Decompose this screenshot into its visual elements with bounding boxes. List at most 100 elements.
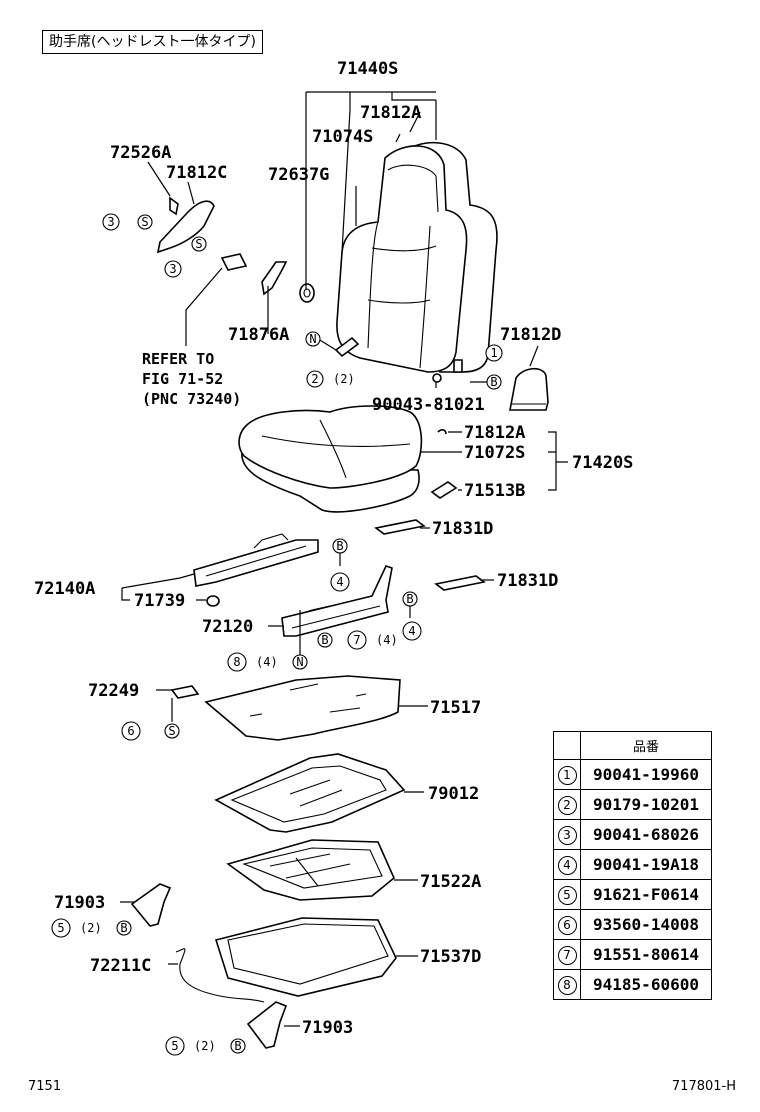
sheet-71517	[204, 675, 401, 741]
marker-b-rail-right: B	[406, 592, 413, 606]
label-72140a: 72140A	[34, 579, 95, 599]
plate-71831d-2	[434, 575, 486, 591]
pad-79012	[214, 753, 406, 833]
rail-72140a	[193, 539, 319, 587]
table-key: 3	[557, 826, 577, 845]
label-71513b: 71513B	[464, 481, 525, 501]
table-key: 5	[557, 886, 577, 905]
qty-4-rail-8: (4)	[256, 655, 278, 669]
table-part-number: 93560-14008	[580, 909, 712, 940]
callout-5-lever-2: 5	[171, 1039, 178, 1053]
table-key: 4	[557, 856, 577, 875]
refer-note-line-1: REFER TO	[142, 350, 214, 368]
footer-page-code: 7151	[28, 1079, 62, 1094]
label-72120: 72120	[202, 617, 253, 637]
table-row: 5 91621-F0614	[553, 879, 712, 910]
label-90043: 90043-81021	[372, 395, 485, 415]
marker-b-lever-2: B	[234, 1039, 241, 1053]
seat-back-seam	[367, 221, 437, 369]
table-part-number: 91551-80614	[580, 939, 712, 970]
clip-71513b	[430, 481, 458, 499]
table-part-number: 91621-F0614	[580, 879, 712, 910]
frame-71522a	[226, 839, 395, 901]
label-71739: 71739	[134, 591, 185, 611]
qty-2-lever-1: (2)	[80, 921, 102, 935]
footer-figure-code: 717801-H	[671, 1079, 736, 1094]
label-72526a: 72526A	[110, 143, 171, 163]
recliner-knob-inner	[303, 288, 311, 298]
lever-71903-2	[246, 1001, 288, 1049]
table-part-number: 90041-19A18	[580, 849, 712, 880]
recliner-knob	[299, 283, 315, 303]
marker-b-backrest: B	[490, 375, 497, 389]
part-labels: 71440S 71812A 71074S 72526A 71812C 72637…	[34, 59, 633, 1038]
side-cover-72637	[261, 261, 288, 296]
hinge-right	[453, 359, 463, 373]
rail-72140a-detail	[205, 533, 307, 577]
frame-71537d-inner	[227, 923, 389, 985]
marker-n-backrest: N	[309, 332, 316, 346]
table-row: 3 90041-68026	[553, 819, 712, 850]
marker-s-base: S	[168, 724, 175, 738]
markers: 1 B N 2 (2) 3 S 3 S B 4 B 4 B 7 (4) 8 (4…	[51, 213, 503, 1056]
refer-note-line-3: (PNC 73240)	[142, 390, 241, 408]
pad-79012-detail	[230, 765, 387, 823]
seat-rails	[193, 519, 486, 637]
rail-72120	[281, 565, 393, 637]
label-71072s: 71072S	[464, 443, 525, 463]
marker-s-lower: S	[195, 237, 202, 251]
table-key: 1	[557, 766, 577, 785]
callout-4-rail-left: 4	[336, 575, 343, 589]
label-79012: 79012	[428, 784, 479, 804]
qty-2-backrest: (2)	[333, 372, 355, 386]
qty-2-lever-2: (2)	[194, 1039, 216, 1053]
table-part-number: 90041-68026	[580, 819, 712, 850]
callout-1-backrest: 1	[490, 346, 497, 360]
callout-6-base: 6	[127, 724, 134, 738]
seat-base-parts	[130, 675, 406, 1049]
callout-2-backrest: 2	[311, 372, 318, 386]
label-71812c: 71812C	[166, 163, 227, 183]
callout-8-rail: 8	[233, 655, 240, 669]
label-72249: 72249	[88, 681, 139, 701]
seat-back-headrest-seam	[387, 164, 439, 213]
rail-72120-detail	[291, 605, 381, 629]
label-71074s: 71074S	[312, 127, 373, 147]
diagram-title: 助手席(ヘッドレスト一体タイプ)	[42, 30, 263, 54]
table-key: 6	[557, 916, 577, 935]
table-part-number: 90041-19960	[580, 759, 712, 790]
label-71812a-mid: 71812A	[464, 423, 525, 443]
callout-3-lower: 3	[169, 262, 176, 276]
marker-b-rail-bottom: B	[321, 633, 328, 647]
seat-cushion-upper	[238, 405, 423, 489]
label-71903-1: 71903	[54, 893, 105, 913]
label-71903-2: 71903	[302, 1018, 353, 1038]
callout-7-rail: 7	[353, 633, 360, 647]
callout-5-lever-1: 5	[57, 921, 64, 935]
label-71517: 71517	[430, 698, 481, 718]
label-71522a: 71522A	[420, 872, 481, 892]
qty-4-rail-7: (4)	[376, 633, 398, 647]
screw-72526a	[169, 196, 179, 216]
cable-72211c	[175, 948, 265, 1003]
bracket-ref	[220, 253, 248, 271]
table-part-number: 90179-10201	[580, 789, 712, 820]
reference-parts-table: 品番 1 90041-19960 2 90179-10201 3 90041-6…	[553, 731, 712, 1000]
rail-bushing-71739	[206, 595, 220, 607]
table-row: 8 94185-60600	[553, 969, 712, 1000]
callout-4-rail-right: 4	[408, 624, 415, 638]
seat-back-hinge	[334, 336, 360, 358]
refer-note-line-2: FIG 71-52	[142, 370, 223, 388]
table-part-number: 94185-60600	[580, 969, 712, 1000]
table-header-blank	[553, 731, 581, 760]
table-row: 1 90041-19960	[553, 759, 712, 790]
frame-71522a-detail	[242, 847, 383, 889]
table-key: 8	[557, 976, 577, 995]
label-71812a-top: 71812A	[360, 103, 421, 123]
sheet-71517-holes	[249, 683, 367, 717]
clip-72249	[170, 685, 200, 699]
plate-71831d-1	[374, 519, 426, 535]
table-key: 7	[557, 946, 577, 965]
bolt-90043	[432, 373, 442, 383]
